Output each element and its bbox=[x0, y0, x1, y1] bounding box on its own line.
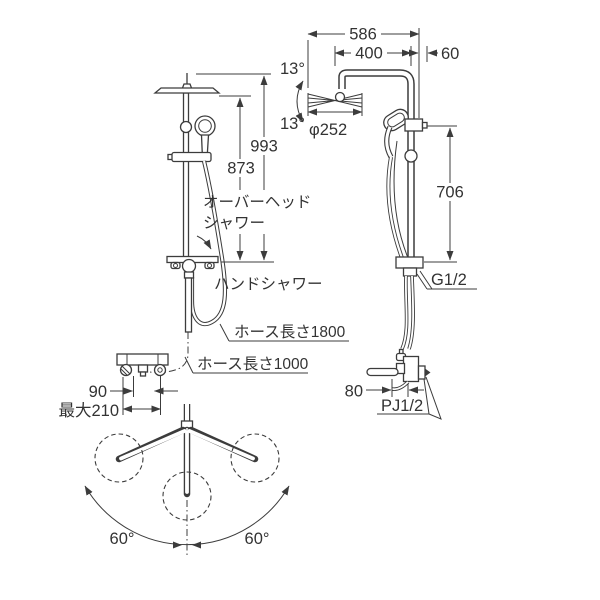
head-position-left bbox=[94, 433, 144, 483]
label-hose-1000: ホース長さ1000 bbox=[197, 355, 309, 373]
label-hand-shower: ハンドシャワー bbox=[214, 276, 323, 293]
dim-text-993: 993 bbox=[250, 138, 278, 156]
faucet-outlet-tip bbox=[139, 371, 147, 377]
bottom-wall-bracket bbox=[395, 256, 424, 269]
dim-text-phi252: φ252 bbox=[309, 121, 347, 139]
label-overhead-shower-1: オーバーヘッド bbox=[203, 194, 311, 211]
ext-lines-706 bbox=[424, 125, 457, 263]
faucet-body-lines bbox=[126, 354, 159, 365]
faucet-leg-right-hole bbox=[157, 367, 163, 373]
top-wall-bracket bbox=[404, 118, 424, 132]
dim-text-400: 400 bbox=[355, 45, 383, 63]
hand-shower-head-side bbox=[383, 108, 409, 132]
ext-lines-80 bbox=[391, 379, 409, 397]
dim-text-706: 706 bbox=[436, 184, 464, 202]
overhead-head-ball-joint bbox=[334, 91, 346, 103]
text-masks bbox=[224, 26, 468, 234]
hand-shower-head-front bbox=[194, 115, 216, 137]
label-overhead-shower-2: シャワー bbox=[203, 215, 265, 232]
swivel-arrow bbox=[196, 235, 212, 250]
overhead-head-tilt-lines bbox=[307, 93, 363, 108]
bracket-screw-left bbox=[173, 263, 178, 268]
side-arm-and-pipe-core bbox=[339, 70, 414, 262]
angle-text-60-right: 60° bbox=[245, 530, 270, 548]
angle-text-13-up: 13° bbox=[280, 60, 305, 78]
hand-shower-hose-front-core bbox=[190, 160, 227, 326]
faucet-lever-handle bbox=[366, 367, 399, 377]
dim-text-586: 586 bbox=[349, 26, 377, 44]
faucet-body-front bbox=[116, 353, 169, 366]
arm-position-right-core bbox=[187, 429, 255, 461]
front-column-pipe bbox=[182, 92, 190, 259]
faucet-leg-right bbox=[153, 363, 167, 377]
hose-strand-thin bbox=[393, 140, 409, 259]
bracket-ball bbox=[181, 258, 197, 274]
arc-center-arrow-right bbox=[192, 541, 201, 549]
leader-pj-thread bbox=[377, 376, 442, 420]
leader-hose-1000 bbox=[184, 356, 308, 374]
ext-lines-heights bbox=[196, 73, 274, 263]
slide-holder-ball bbox=[404, 149, 418, 163]
tilt-arc bbox=[295, 80, 304, 123]
dim-text-80: 80 bbox=[345, 383, 363, 401]
lower-hose-1-core bbox=[401, 275, 408, 350]
faucet-body-side bbox=[402, 355, 420, 383]
side-view bbox=[295, 28, 431, 392]
lower-hose-2-core bbox=[408, 275, 415, 350]
arc-center-arrow-left bbox=[173, 541, 182, 549]
angle-text-60-left: 60° bbox=[110, 530, 135, 548]
top-view-swivel bbox=[84, 404, 290, 556]
label-hose-1800: ホース長さ1800 bbox=[234, 323, 346, 341]
dim-text-873: 873 bbox=[227, 160, 255, 178]
leader-hose-1800 bbox=[219, 323, 349, 342]
bracket-fitting bbox=[183, 271, 195, 279]
front-lower-bar bbox=[184, 277, 193, 333]
drawing-text: 586 400 60 13° 13° φ252 993 873 706 オーバー… bbox=[58, 26, 466, 549]
leaders bbox=[184, 270, 477, 420]
wall-bracket-tab-left bbox=[170, 261, 181, 270]
g-thread-nut bbox=[402, 267, 418, 277]
faucet-spout-outlet-core bbox=[391, 381, 409, 391]
hand-shower-hose-side-core bbox=[387, 156, 404, 259]
faucet-center-outlet bbox=[137, 364, 149, 373]
arm-position-left-core bbox=[119, 429, 187, 461]
dim-text-max210: 最大210 bbox=[58, 401, 119, 420]
overhead-shower-disc bbox=[153, 87, 221, 94]
faucet-leg-left-hatch bbox=[120, 365, 131, 376]
dim-text-60: 60 bbox=[441, 45, 459, 63]
label-g-thread: G1/2 bbox=[431, 271, 467, 289]
top-wall-bracket-nub bbox=[421, 121, 428, 129]
front-view bbox=[116, 73, 228, 377]
bracket-screw-right bbox=[207, 263, 212, 268]
wall-bracket-tab-right bbox=[204, 261, 215, 270]
hand-shower-face bbox=[198, 119, 212, 133]
head-position-center bbox=[162, 471, 212, 521]
wall-union-nut bbox=[417, 365, 426, 380]
head-position-right bbox=[230, 433, 280, 483]
leader-g-thread bbox=[416, 270, 477, 290]
front-ball-joint bbox=[179, 120, 193, 134]
dim-text-90: 90 bbox=[89, 383, 107, 401]
angle-text-13-down: 13° bbox=[280, 115, 305, 133]
label-pj-thread: PJ1/2 bbox=[381, 397, 423, 415]
hand-shower-handle-side-core bbox=[385, 126, 393, 158]
dimensions bbox=[110, 30, 457, 415]
slider-bracket bbox=[171, 151, 212, 163]
wall-nipple-tip bbox=[425, 368, 431, 377]
